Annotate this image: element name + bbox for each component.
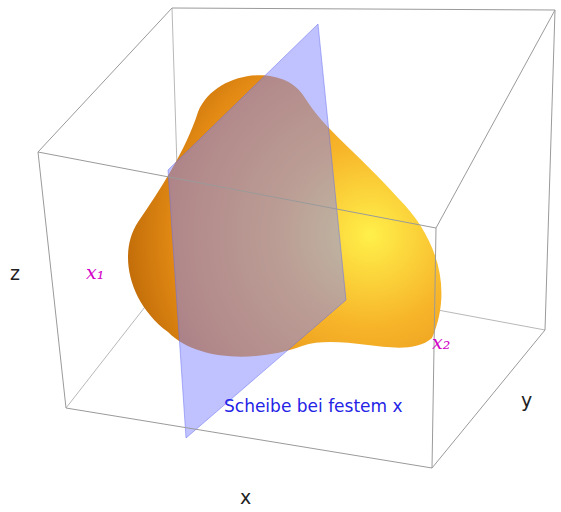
box-front-edges	[38, 8, 555, 468]
slice-plane	[168, 24, 346, 438]
point-label: x₁	[86, 262, 104, 283]
axis-label: z	[10, 263, 20, 284]
axis-label: y	[521, 390, 532, 411]
plane-caption: Scheibe bei festem x	[224, 397, 403, 416]
point-label: x₂	[432, 332, 450, 353]
axis-label: x	[240, 487, 251, 508]
